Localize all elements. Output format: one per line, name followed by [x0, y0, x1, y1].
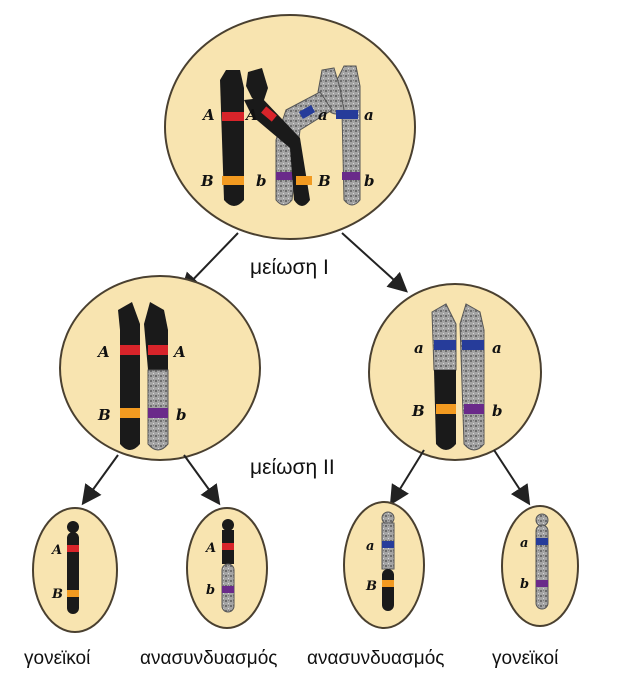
allele-label: a — [520, 536, 528, 551]
allele-label: b — [206, 583, 215, 598]
allele-label: A — [172, 343, 186, 361]
parent-cell: A A a a B b B b — [164, 14, 416, 240]
daughter-cell-left: A A B b — [59, 275, 261, 461]
allele-label: b — [520, 577, 529, 592]
allele-label: B — [200, 172, 214, 190]
allele-label: B — [97, 406, 111, 424]
allele-label: a — [318, 106, 328, 124]
gamete-label-recombinant: ανασυνδυασμός — [140, 648, 277, 669]
gamete-4: a b — [501, 505, 579, 627]
allele-label: A — [96, 343, 110, 361]
allele-label: A — [244, 106, 258, 124]
allele-label: a — [364, 106, 374, 124]
allele-label: A — [201, 106, 215, 124]
allele-label: A — [204, 541, 216, 556]
allele-label: a — [414, 339, 424, 357]
allele-label: b — [176, 406, 187, 424]
stage-label-meiosis-1: μείωση Ι — [250, 256, 329, 279]
allele-label: b — [492, 402, 503, 420]
allele-label: a — [366, 539, 374, 554]
arrow — [183, 454, 221, 506]
allele-label: a — [492, 339, 502, 357]
gamete-label-parental: γονεϊκοί — [492, 648, 559, 669]
arrow — [493, 449, 531, 506]
gamete-3: a B — [343, 501, 425, 629]
gamete-1: A B — [32, 507, 118, 633]
arrow — [389, 449, 425, 506]
allele-label: b — [256, 172, 267, 190]
black-chromosome — [220, 68, 312, 206]
allele-label: B — [51, 587, 63, 602]
allele-label: A — [50, 543, 62, 558]
gamete-label-parental: γονεϊκοί — [24, 648, 91, 669]
allele-label: B — [411, 402, 425, 420]
gamete-label-recombinant: ανασυνδυασμός — [307, 648, 444, 669]
stage-label-meiosis-2: μείωση ΙΙ — [250, 456, 335, 479]
allele-label: B — [365, 579, 377, 594]
grey-chromosome — [275, 65, 361, 206]
allele-label: b — [364, 172, 375, 190]
daughter-cell-right: a a B b — [368, 283, 542, 461]
arrow — [81, 454, 119, 506]
allele-label: B — [317, 172, 331, 190]
gamete-2: A b — [186, 507, 268, 629]
arrow — [341, 232, 408, 293]
